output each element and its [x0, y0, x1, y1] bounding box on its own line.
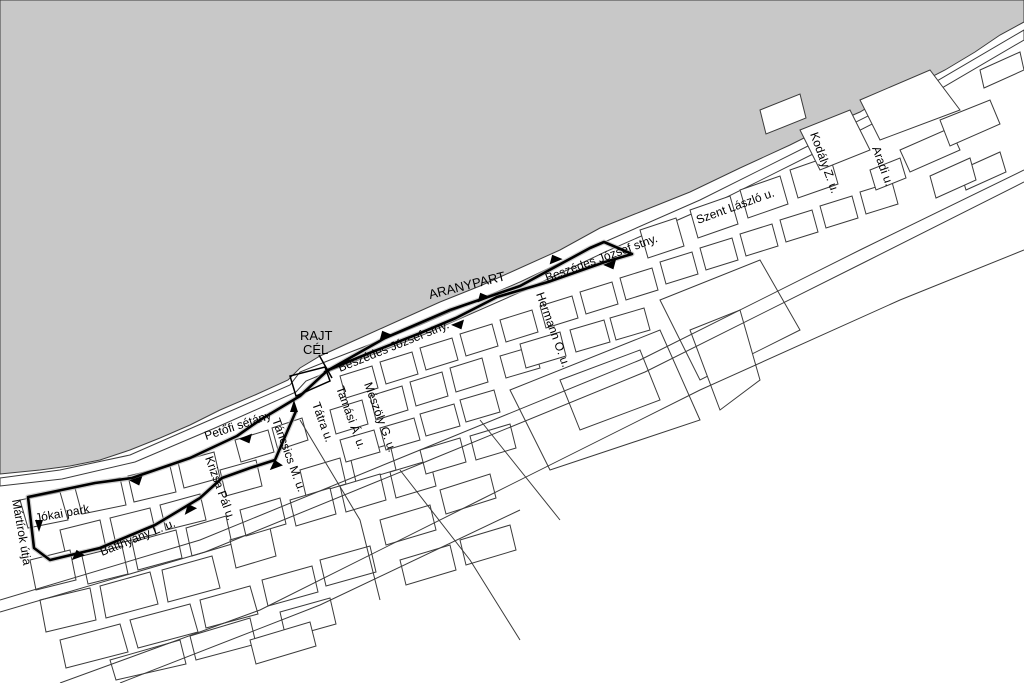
lake-water — [0, 0, 1024, 475]
arrow-icon — [603, 259, 616, 270]
arrow-icon — [239, 433, 252, 444]
start-box — [289, 366, 331, 398]
arrow-icon — [184, 503, 198, 515]
roads — [0, 169, 1024, 683]
arrow-icon — [71, 549, 85, 561]
race-route — [26, 240, 634, 562]
arrow-icon — [35, 520, 43, 532]
arrow-icon — [379, 330, 393, 341]
route-arrows — [35, 254, 616, 561]
city-blocks — [19, 51, 1024, 681]
arrow-icon — [129, 476, 143, 486]
shore-strip — [0, 29, 1024, 487]
arrow-icon — [269, 459, 283, 471]
arrow-icon — [451, 319, 464, 330]
arrow-icon — [549, 254, 563, 265]
street-label-tatra: Tátra u. — [309, 400, 336, 444]
finish-label: CÉL — [303, 342, 328, 357]
arrow-icon — [290, 400, 298, 412]
start-label: RAJT — [300, 328, 333, 343]
arrow-icon — [477, 292, 491, 303]
